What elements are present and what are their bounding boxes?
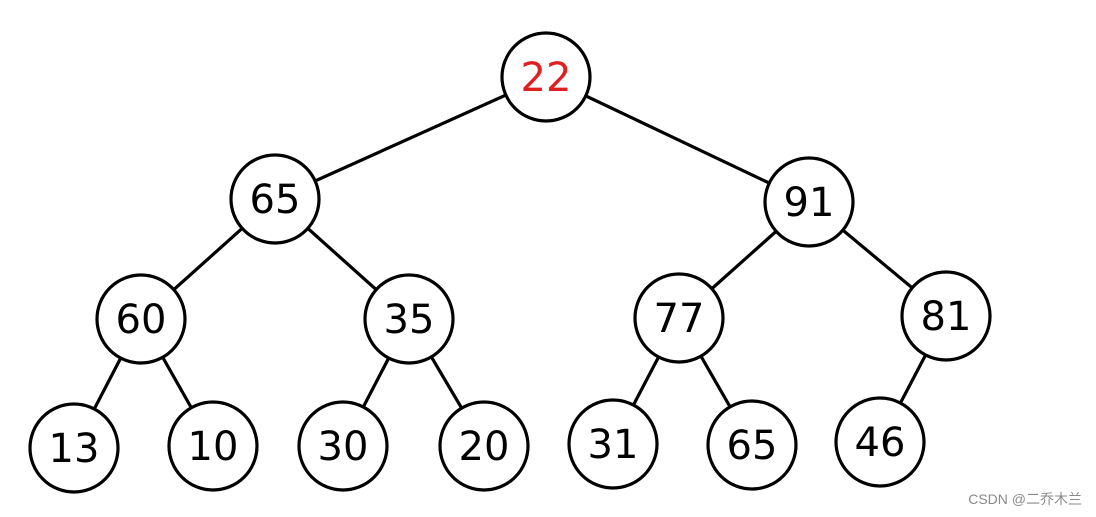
tree-node: 30 (297, 400, 389, 492)
node-value-label: 81 (921, 294, 972, 340)
nodes-layer: 22 65 91 60 35 77 81 13 10 30 20 31 65 46 (28, 31, 992, 494)
tree-node: 10 (167, 400, 259, 492)
node-value-label: 13 (49, 426, 100, 472)
node-value-label: 46 (855, 420, 906, 466)
node-circle (438, 400, 530, 492)
node-circle (363, 273, 455, 365)
node-value-label: 60 (116, 297, 167, 343)
node-circle (834, 396, 926, 488)
tree-node: 20 (438, 400, 530, 492)
tree-node: 35 (363, 273, 455, 365)
tree-node: 31 (567, 398, 659, 490)
node-value-label: 91 (784, 180, 835, 226)
node-circle (633, 272, 725, 364)
tree-node: 46 (834, 396, 926, 488)
tree-node: 60 (95, 273, 187, 365)
tree-edge (545, 75, 810, 204)
node-value-label: 31 (588, 422, 639, 468)
node-circle (567, 398, 659, 490)
tree-node: 77 (633, 272, 725, 364)
tree-node: 91 (763, 156, 855, 248)
node-value-label: 10 (188, 424, 239, 470)
tree-node: 22 (500, 31, 592, 123)
node-value-label: 65 (250, 177, 301, 223)
node-value-label: 22 (521, 55, 572, 101)
tree-node: 81 (900, 270, 992, 362)
node-value-label: 35 (384, 297, 435, 343)
node-value-label: 77 (654, 296, 705, 342)
node-value-label: 30 (318, 424, 369, 470)
watermark-text: CSDN @二乔木兰 (968, 491, 1082, 507)
node-circle (167, 400, 259, 492)
node-value-label: 65 (727, 423, 778, 469)
node-value-label: 20 (459, 424, 510, 470)
node-circle (706, 399, 798, 491)
node-circle (28, 402, 120, 494)
tree-node: 65 (229, 153, 321, 245)
node-circle (763, 156, 855, 248)
node-circle (900, 270, 992, 362)
node-circle (500, 31, 592, 123)
node-circle (229, 153, 321, 245)
tree-edge (274, 75, 547, 201)
tree-node: 13 (28, 402, 120, 494)
tree-node: 65 (706, 399, 798, 491)
node-circle (95, 273, 187, 365)
edges-layer (72, 75, 948, 449)
node-circle (297, 400, 389, 492)
